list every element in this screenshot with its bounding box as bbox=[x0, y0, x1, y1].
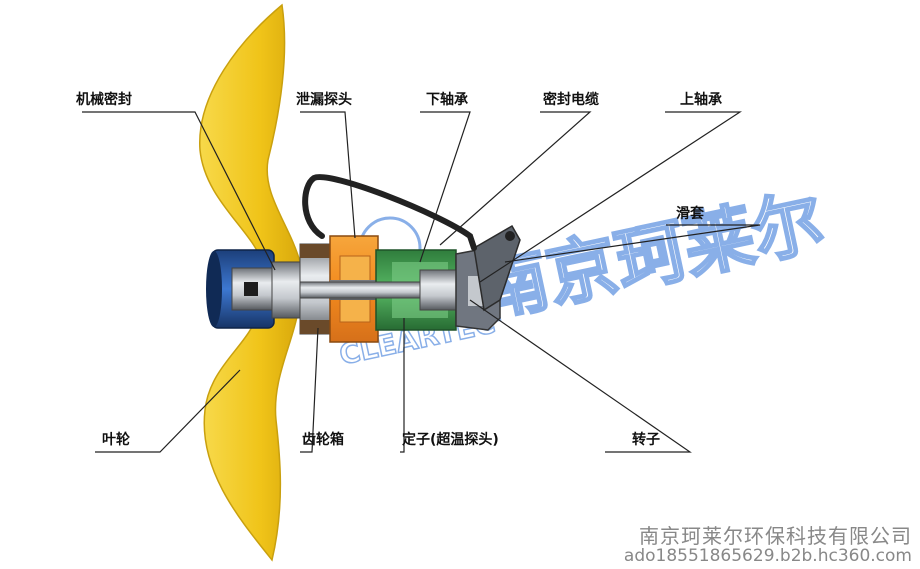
footer-contact-url: ado18551865629.b2b.hc360.com bbox=[623, 546, 912, 566]
leader-lines bbox=[82, 111, 761, 453]
label-sealed-cable: 密封电缆 bbox=[542, 91, 599, 108]
leader-mechanical-seal bbox=[82, 111, 276, 271]
impeller-hub bbox=[206, 249, 275, 329]
impeller-lower-blade bbox=[203, 311, 299, 562]
leader-sealed-cable bbox=[439, 111, 592, 246]
leader-gearbox bbox=[300, 327, 319, 453]
leader-impeller bbox=[95, 369, 241, 453]
leader-upper-bearing bbox=[479, 111, 743, 283]
label-upper-bearing: 上轴承 bbox=[680, 91, 722, 108]
label-impeller: 叶轮 bbox=[102, 431, 130, 448]
label-leak-probe: 泄漏探头 bbox=[296, 91, 352, 108]
label-lower-bearing: 下轴承 bbox=[426, 91, 468, 108]
leader-rotor bbox=[469, 299, 692, 453]
sliding-sleeve bbox=[473, 224, 521, 312]
label-rotor: 转子 bbox=[632, 431, 660, 448]
label-gearbox: 齿轮箱 bbox=[302, 431, 344, 448]
labels: 机械密封 泄漏探头 下轴承 密封电缆 上轴承 滑套 叶轮 齿轮箱 定子(超温探头… bbox=[76, 91, 722, 448]
impeller-upper-blade bbox=[199, 3, 301, 263]
leader-lower-bearing bbox=[419, 111, 471, 263]
label-sliding-sleeve: 滑套 bbox=[676, 205, 704, 222]
footer-company-name: 南京珂莱尔环保科技有限公司 bbox=[639, 524, 912, 548]
leader-stator bbox=[400, 318, 405, 453]
label-mechanical-seal: 机械密封 bbox=[76, 91, 132, 108]
label-stator: 定子(超温探头) bbox=[402, 431, 499, 448]
watermark-company-text: 南京珂莱尔 bbox=[471, 180, 830, 333]
lifting-handle bbox=[302, 174, 477, 251]
leader-leak-probe bbox=[300, 111, 356, 239]
leader-sliding-sleeve bbox=[504, 224, 761, 263]
impeller-blades bbox=[199, 3, 301, 562]
